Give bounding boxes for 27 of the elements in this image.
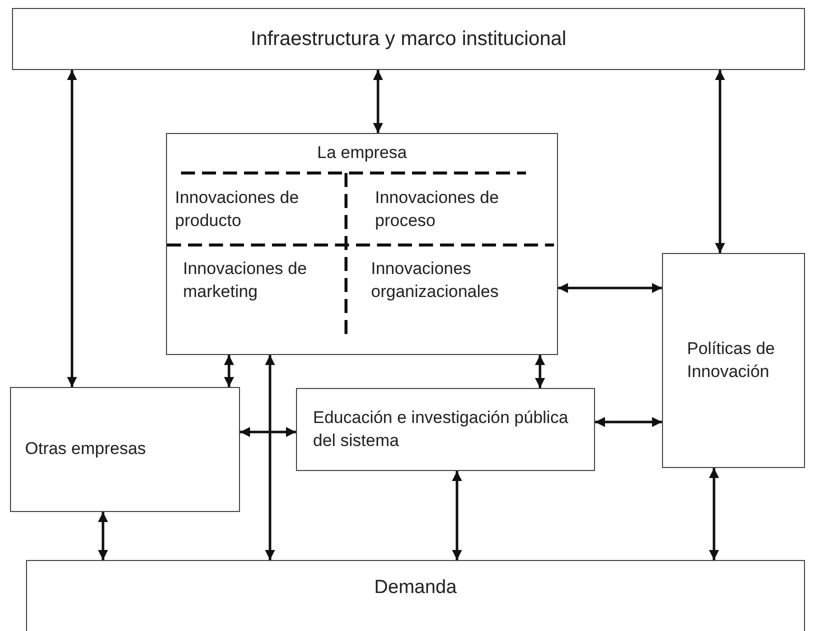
process-box (12, 8, 805, 70)
box-label: La empresa (317, 142, 407, 164)
box-label: Innovaciones de proceso (375, 187, 500, 232)
process-box (662, 253, 805, 468)
box-label: Educación e investigación pública del sistema (313, 406, 570, 452)
process-box (10, 387, 240, 512)
double-arrow (452, 471, 462, 560)
box-label: Políticas de Innovación (687, 338, 776, 382)
box-label: Infraestructura y marco institucional (250, 26, 566, 52)
double-arrow (373, 70, 383, 133)
double-arrow (715, 70, 725, 253)
double-arrow (224, 355, 234, 387)
box-label: Innovaciones de marketing (183, 258, 308, 303)
box-label: Innovaciones organizacionales (371, 258, 500, 303)
process-box (296, 388, 595, 471)
double-arrow (595, 417, 662, 427)
double-arrow (67, 70, 77, 387)
double-arrow (240, 427, 296, 437)
box-label: Otras empresas (25, 438, 146, 460)
double-arrow (98, 512, 108, 560)
double-arrow (558, 283, 662, 293)
process-box (26, 560, 805, 631)
double-arrow (535, 355, 545, 388)
box-label: Innovaciones de producto (175, 187, 300, 232)
double-arrow (265, 355, 275, 560)
double-arrow (709, 468, 719, 560)
box-label: Demanda (374, 576, 457, 600)
